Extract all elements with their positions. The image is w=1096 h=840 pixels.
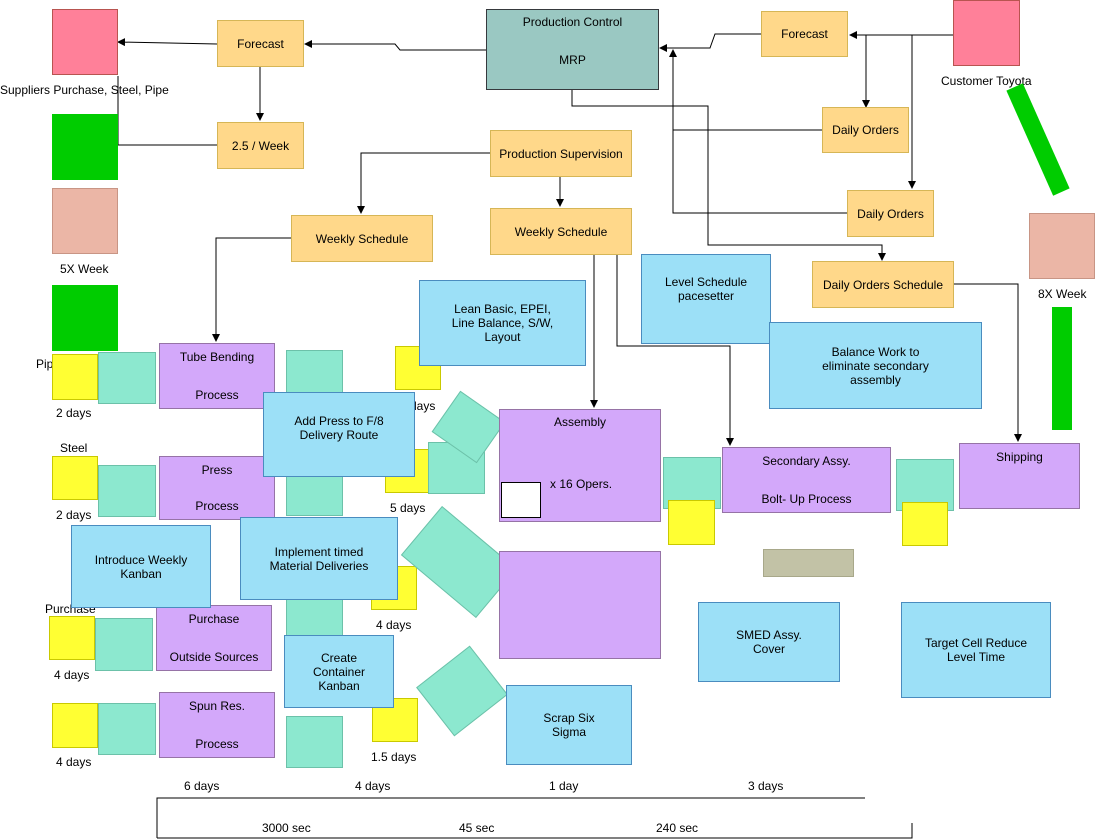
supplier-factory-icon [52,9,118,75]
purchase-name: Purchase [188,612,240,626]
inventory-triangle-purchase [49,616,95,660]
lean-basic-burst[interactable]: Lean Basic, EPEI, Line Balance, S/W, Lay… [419,280,586,366]
daily-orders-2-box[interactable]: Daily Orders [847,190,934,237]
production-control-title: Production Control [522,15,623,29]
operator-icon [501,482,541,518]
shipping-name: Shipping [996,450,1043,464]
truck-shipment-icon-right [1052,307,1072,430]
forecast-left-box[interactable]: Forecast [217,20,304,67]
secondary-assy-sub: Bolt- Up Process [761,492,852,506]
timeline-top-1: 6 days [184,779,220,793]
shipment-icon-left [52,188,118,254]
five-x-week-label: 5X Week [60,262,109,276]
assembly-lower-process[interactable] [499,551,661,659]
gray-bar-block [763,549,854,577]
days-purchase-label: 4 days [54,668,90,682]
inventory-triangle-press [52,456,98,500]
tube-bending-name: Tube Bending [179,350,255,364]
forecast-right-box[interactable]: Forecast [761,11,848,57]
tube-bending-sub: Process [195,388,239,402]
days-press-label: 2 days [56,508,92,522]
weekly-schedule-left-box[interactable]: Weekly Schedule [291,215,433,262]
timeline-top-4: 3 days [748,779,784,793]
create-container-burst[interactable]: Create Container Kanban [284,635,394,708]
supermarket-tube [98,352,156,404]
days-4-mid-label: 4 days [376,618,412,632]
scrap-six-sigma-burst[interactable]: Scrap Six Sigma [506,685,632,765]
production-supervision-box[interactable]: Production Supervision [490,130,632,177]
truck-shipment-icon-2 [52,285,118,351]
purchase-process[interactable]: Purchase Outside Sources [156,605,272,671]
inventory-triangle-spun [52,703,98,748]
days-spun-label: 4 days [56,755,92,769]
spun-res-sub: Process [195,737,239,751]
spun-res-name: Spun Res. [188,699,246,713]
assembly-process[interactable]: Assembly x 16 Opers. [499,409,661,522]
timeline-bottom-1: 3000 sec [262,821,311,835]
days-partial-label: days [410,399,436,413]
days-tube-label: 2 days [56,406,92,420]
truck-shipment-icon [52,114,118,180]
press-sub: Process [195,499,239,513]
add-press-burst[interactable]: Add Press to F/8 Delivery Route [263,392,415,477]
implement-timed-burst[interactable]: Implement timed Material Deliveries [240,517,398,600]
assembly-name: Assembly [553,415,606,429]
inventory-triangle-secondary [668,500,715,545]
timeline-bottom-3: 240 sec [656,821,699,835]
target-cell-burst[interactable]: Target Cell Reduce Level Time [901,602,1051,698]
secondary-assy-process[interactable]: Secondary Assy. Bolt- Up Process [722,447,891,513]
tube-bending-process[interactable]: Tube Bending Process [159,343,275,409]
daily-orders-1-box[interactable]: Daily Orders [822,107,909,153]
inventory-triangle-tube [52,354,98,400]
balance-work-burst[interactable]: Balance Work to eliminate secondary asse… [769,322,982,409]
smed-burst[interactable]: SMED Assy. Cover [698,602,840,682]
timeline-top-2: 4 days [355,779,391,793]
customer-factory-icon [953,0,1020,66]
weekly-schedule-center-box[interactable]: Weekly Schedule [490,208,632,255]
introduce-kanban-burst[interactable]: Introduce Weekly Kanban [71,525,211,608]
eight-x-week-label: 8X Week [1038,287,1087,301]
production-control-box[interactable]: Production Control MRP [486,9,659,90]
inventory-triangle-shipping [902,502,948,546]
supermarket-purchase [95,618,153,671]
daily-orders-schedule-box[interactable]: Daily Orders Schedule [812,261,954,308]
customer-label: Customer Toyota [941,74,1032,88]
shipping-process[interactable]: Shipping [959,443,1080,509]
press-process[interactable]: Press Process [159,456,275,520]
assembly-sub: x 16 Opers. [550,477,613,491]
timeline-bottom-2: 45 sec [459,821,495,835]
supermarket-spun [98,703,156,755]
mrp-label: MRP [559,53,586,67]
secondary-assy-name: Secondary Assy. [762,454,851,468]
purchase-sub: Outside Sources [169,650,259,664]
supermarket-press [98,465,156,517]
level-schedule-burst[interactable]: Level Schedule pacesetter [641,254,771,344]
supermarket-purchase-out [286,598,343,636]
press-name: Press [201,463,233,477]
spun-res-process[interactable]: Spun Res. Process [159,692,275,758]
days-1-5-label: 1.5 days [371,750,417,764]
two-five-week-box[interactable]: 2.5 / Week [217,122,304,169]
steel-label: Steel [60,441,88,455]
shipment-icon-right [1029,213,1095,279]
supermarket-spun-out [286,716,343,768]
suppliers-label: Suppliers Purchase, Steel, Pipe [0,83,169,97]
timeline-top-3: 1 day [549,779,579,793]
days-5-label: 5 days [390,501,426,515]
